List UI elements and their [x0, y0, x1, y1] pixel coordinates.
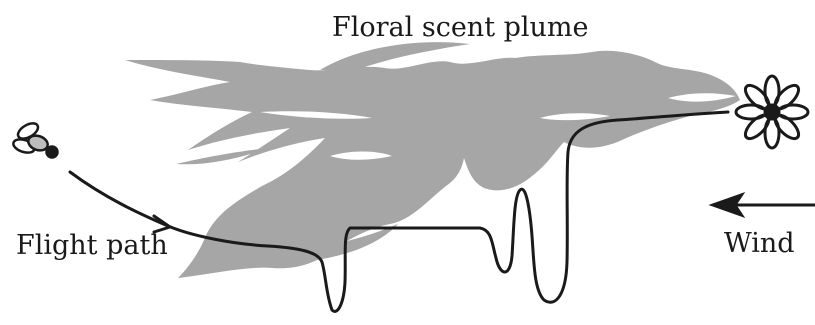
- plume-label: Floral scent plume: [332, 12, 589, 43]
- plume-body: [125, 51, 740, 278]
- scent-plume: [125, 42, 740, 278]
- flower-icon: [736, 76, 808, 148]
- fly-icon: [12, 120, 58, 157]
- wind-arrow-icon: [710, 193, 815, 217]
- flower-center: [765, 105, 779, 119]
- wind-label: Wind: [724, 228, 795, 259]
- fly-head: [47, 147, 58, 158]
- flight-path-label: Flight path: [16, 230, 168, 261]
- plume-wisp-mid: [176, 148, 270, 164]
